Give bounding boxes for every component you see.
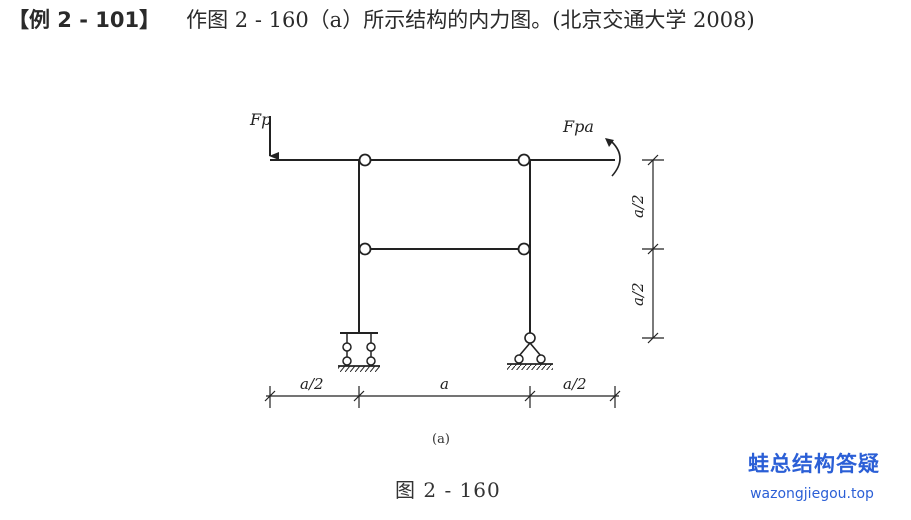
watermark-url: wazongjiegou.top <box>750 486 874 502</box>
subfigure-label: (a) <box>432 432 450 447</box>
hinge-mid-right <box>517 242 531 256</box>
hinge-top-right <box>517 153 531 167</box>
moment-label: Fpa <box>562 117 594 136</box>
hinge-mid-left <box>358 242 372 256</box>
dim-right-label: a/2 <box>563 375 587 393</box>
moment-arrowhead-icon <box>605 138 614 147</box>
point-load-label: Fp <box>249 110 271 129</box>
watermark: 蛙总结构答疑 wazongjiegou.top <box>748 448 880 502</box>
dim-lower-label: a/2 <box>629 282 647 306</box>
dim-middle-label: a <box>440 375 449 393</box>
dim-upper-label: a/2 <box>629 194 647 218</box>
moment-arc-icon <box>611 141 621 177</box>
horizontal-dimension <box>264 386 621 408</box>
right-pin-support <box>507 332 553 370</box>
dim-left-label: a/2 <box>300 375 324 393</box>
hinge-top-left <box>358 153 372 167</box>
vertical-dimension <box>642 154 664 344</box>
watermark-title: 蛙总结构答疑 <box>748 452 880 476</box>
problem-text: 作图 2 - 160（a）所示结构的内力图。(北京交通大学 2008) <box>186 8 755 32</box>
problem-statement: 【例 2 - 101】 作图 2 - 160（a）所示结构的内力图。(北京交通大学… <box>8 6 908 34</box>
example-label: 【例 2 - 101】 <box>8 8 161 32</box>
left-roller-support <box>338 332 380 372</box>
figure-caption: 图 2 - 160 <box>395 478 501 502</box>
